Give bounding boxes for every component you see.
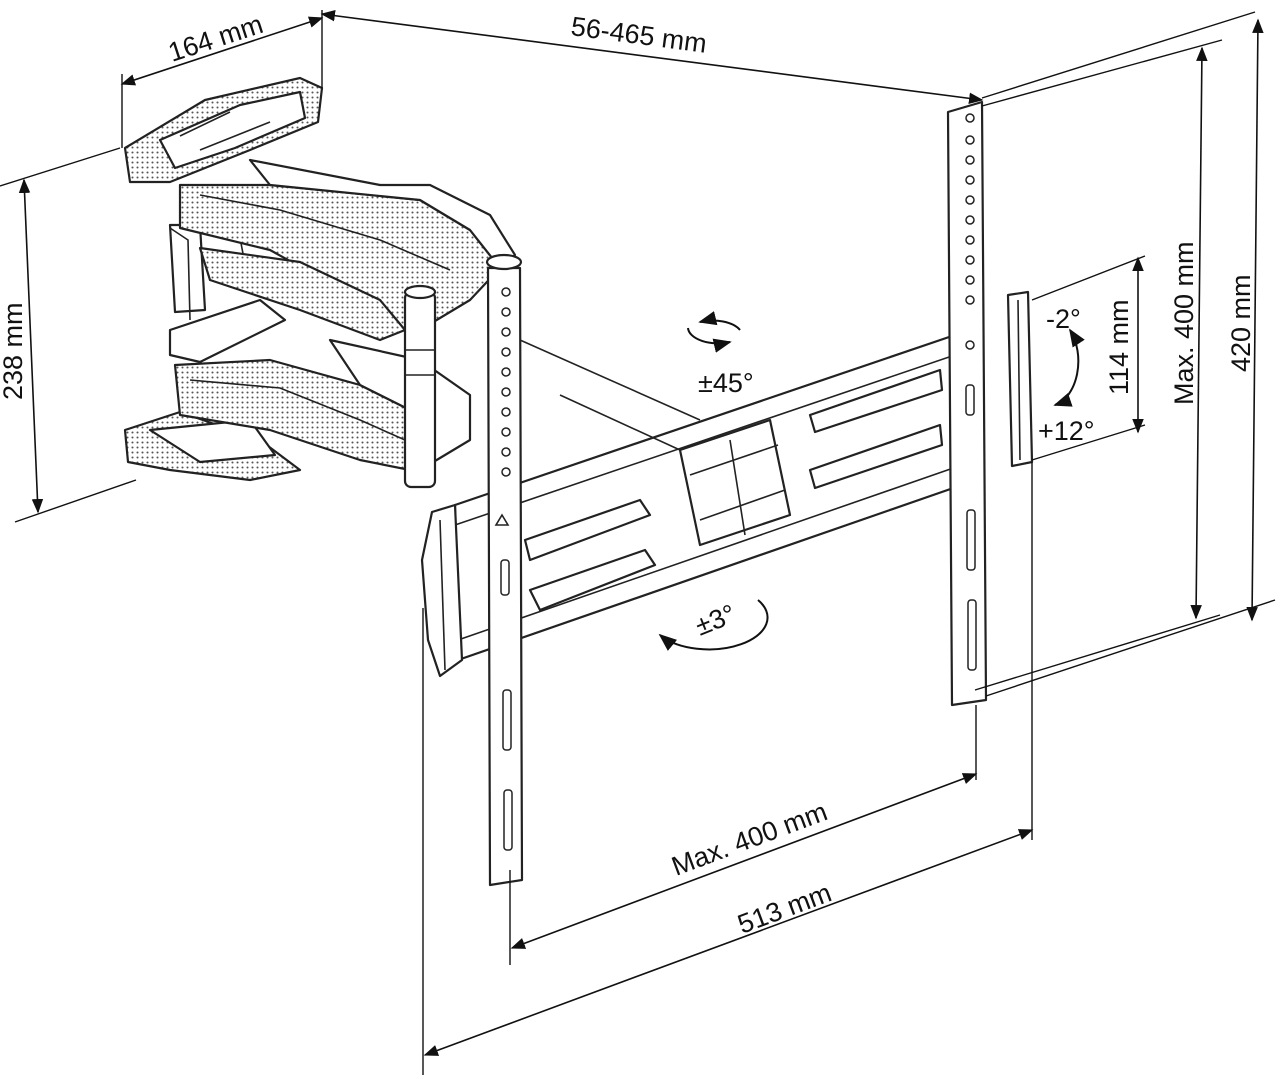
tilt-lock-left [420,503,464,678]
tilt-arrow-icon [1053,328,1085,407]
tv-rail-right [946,100,988,707]
vesa-horizontal-label: Max. 400 mm [668,796,832,881]
tilt-lock-right [1006,290,1034,468]
swivel-arrows-icon [687,311,741,353]
rotation-angle-label: ±3° [691,599,740,642]
vesa-vertical-label: Max. 400 mm [1169,241,1199,405]
tv-crossbar [453,333,964,662]
arm-hinge [403,284,437,489]
arm-plate-width-label: 164 mm [165,9,267,68]
swivel-angle-label: ±45° [698,368,754,398]
dimension-lines [0,9,1276,1075]
bracket-width-label: 513 mm [734,877,836,939]
tv-rail-left [485,253,524,887]
tilt-range-height-label: 114 mm [1104,299,1134,395]
tilt-down-label: +12° [1038,416,1095,446]
tilt-up-label: -2° [1046,304,1081,334]
rotation-arrow-icon [658,599,769,651]
wall-plate-height-label: 238 mm [0,302,28,400]
extension-label: 56-465 mm [569,11,708,59]
bracket-height-label: 420 mm [1226,274,1256,372]
